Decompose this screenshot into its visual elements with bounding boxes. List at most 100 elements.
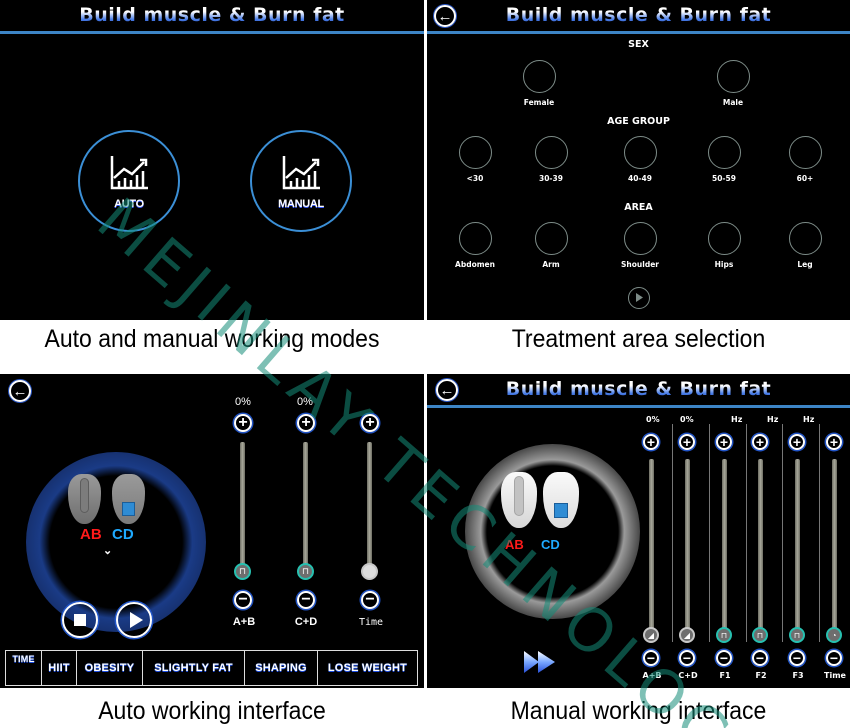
mode-tab-hiit[interactable]: HIIT [42, 651, 77, 685]
radio-ring[interactable] [707, 222, 741, 255]
auto-mode-label: AUTO [114, 198, 144, 210]
plus-button[interactable]: + [716, 434, 732, 450]
mode-tab-obesity[interactable]: OBESITY [77, 651, 143, 685]
growth-chart-icon [110, 156, 148, 190]
ab-intensity-slider[interactable] [649, 459, 654, 634]
timer-icon[interactable] [361, 563, 378, 580]
plus-button[interactable]: + [752, 434, 768, 450]
sex-option-female[interactable]: Female [509, 60, 569, 107]
ab-intensity-slider[interactable] [240, 442, 245, 570]
radio-ring[interactable] [788, 136, 822, 169]
f2-frequency-slider[interactable] [758, 459, 763, 634]
minus-button[interactable]: − [679, 650, 695, 666]
square-wave-icon[interactable]: ⊓ [297, 563, 314, 580]
intensity-icon[interactable]: ◢ [643, 627, 659, 643]
minus-button[interactable]: − [297, 591, 315, 609]
minus-button[interactable]: − [826, 650, 842, 666]
app-title: Build muscle & Burn fat [427, 4, 850, 26]
radio-ring[interactable] [458, 136, 492, 169]
age-option[interactable]: 30-39 [521, 136, 581, 183]
slider-value: Hz [731, 415, 743, 424]
option-label: <30 [466, 174, 484, 183]
cd-intensity-slider[interactable] [303, 442, 308, 570]
square-wave-icon[interactable]: ⊓ [789, 627, 805, 643]
back-arrow-icon[interactable]: ← [434, 5, 456, 27]
radio-ring[interactable] [623, 136, 657, 169]
area-option[interactable]: Hips [694, 222, 754, 269]
square-wave-icon[interactable]: ⊓ [752, 627, 768, 643]
mode-tab-shaping[interactable]: SHAPING [245, 651, 318, 685]
minus-button[interactable]: − [643, 650, 659, 666]
radio-ring[interactable] [623, 222, 657, 255]
area-option[interactable]: Leg [775, 222, 835, 269]
f1-frequency-slider[interactable] [722, 459, 727, 634]
option-label: 40-49 [628, 174, 652, 183]
radio-ring[interactable] [716, 60, 750, 93]
radio-ring[interactable] [534, 136, 568, 169]
time-slider[interactable] [832, 459, 837, 634]
sex-heading: SEX [628, 39, 649, 50]
area-option[interactable]: Abdomen [445, 222, 505, 269]
mode-tab-slightly-fat[interactable]: SLIGHTLY FAT [143, 651, 245, 685]
stop-button[interactable] [62, 602, 98, 638]
area-select-screen: ← Build muscle & Burn fat SEX Female Mal… [427, 0, 850, 320]
option-label: Arm [542, 260, 560, 269]
play-button[interactable] [116, 602, 152, 638]
back-arrow-icon[interactable]: ← [9, 380, 31, 402]
growth-chart-icon [282, 156, 320, 190]
radio-ring[interactable] [788, 222, 822, 255]
f3-frequency-slider[interactable] [795, 459, 800, 634]
timer-icon[interactable]: ◔ [826, 627, 842, 643]
cd-intensity-slider[interactable] [685, 459, 690, 634]
option-label: 60+ [796, 174, 814, 183]
ab-label: AB [505, 537, 524, 552]
area-option[interactable]: Shoulder [610, 222, 670, 269]
slider-value: Hz [803, 415, 815, 424]
time-slider[interactable] [367, 442, 372, 570]
plus-button[interactable]: + [643, 434, 659, 450]
area-option[interactable]: Arm [521, 222, 581, 269]
manual-mode-button[interactable]: MANUAL [250, 130, 352, 232]
plus-button[interactable]: + [234, 414, 252, 432]
age-option[interactable]: 60+ [775, 136, 835, 183]
radio-ring[interactable] [534, 222, 568, 255]
age-option[interactable]: 50-59 [694, 136, 754, 183]
caption-manual: Manual working interface [510, 697, 767, 725]
column-divider [672, 424, 673, 642]
ab-electrode-pad-image [501, 472, 537, 528]
cd-electrode-pad-image [112, 474, 145, 524]
ab-label: AB [80, 526, 102, 543]
radio-ring[interactable] [522, 60, 556, 93]
square-wave-icon[interactable]: ⊓ [234, 563, 251, 580]
option-label: 30-39 [539, 174, 563, 183]
mode-tab-time[interactable]: TIME [6, 651, 42, 685]
minus-button[interactable]: − [752, 650, 768, 666]
slider-label: F3 [792, 671, 804, 680]
slider-label: A+B [232, 616, 256, 628]
back-arrow-icon[interactable]: ← [436, 379, 458, 401]
electrode-display [465, 444, 640, 619]
radio-ring[interactable] [707, 136, 741, 169]
stop-icon [74, 614, 86, 626]
intensity-icon[interactable]: ◢ [679, 627, 695, 643]
plus-button[interactable]: + [297, 414, 315, 432]
square-wave-icon[interactable]: ⊓ [716, 627, 732, 643]
fast-forward-icon[interactable] [523, 650, 557, 674]
plus-button[interactable]: + [789, 434, 805, 450]
age-option[interactable]: <30 [445, 136, 505, 183]
plus-button[interactable]: + [826, 434, 842, 450]
minus-button[interactable]: − [716, 650, 732, 666]
age-option[interactable]: 40-49 [610, 136, 670, 183]
radio-ring[interactable] [458, 222, 492, 255]
minus-button[interactable]: − [789, 650, 805, 666]
minus-button[interactable]: − [234, 591, 252, 609]
sex-option-male[interactable]: Male [703, 60, 763, 107]
next-button[interactable] [628, 287, 650, 309]
auto-mode-button[interactable]: AUTO [78, 130, 180, 232]
mode-tab-lose-weight[interactable]: LOSE WEIGHT [327, 662, 408, 674]
slider-label: Time [824, 671, 846, 680]
minus-button[interactable]: − [361, 591, 379, 609]
plus-button[interactable]: + [361, 414, 379, 432]
chevron-down-icon[interactable]: ⌄ [103, 545, 113, 557]
plus-button[interactable]: + [679, 434, 695, 450]
